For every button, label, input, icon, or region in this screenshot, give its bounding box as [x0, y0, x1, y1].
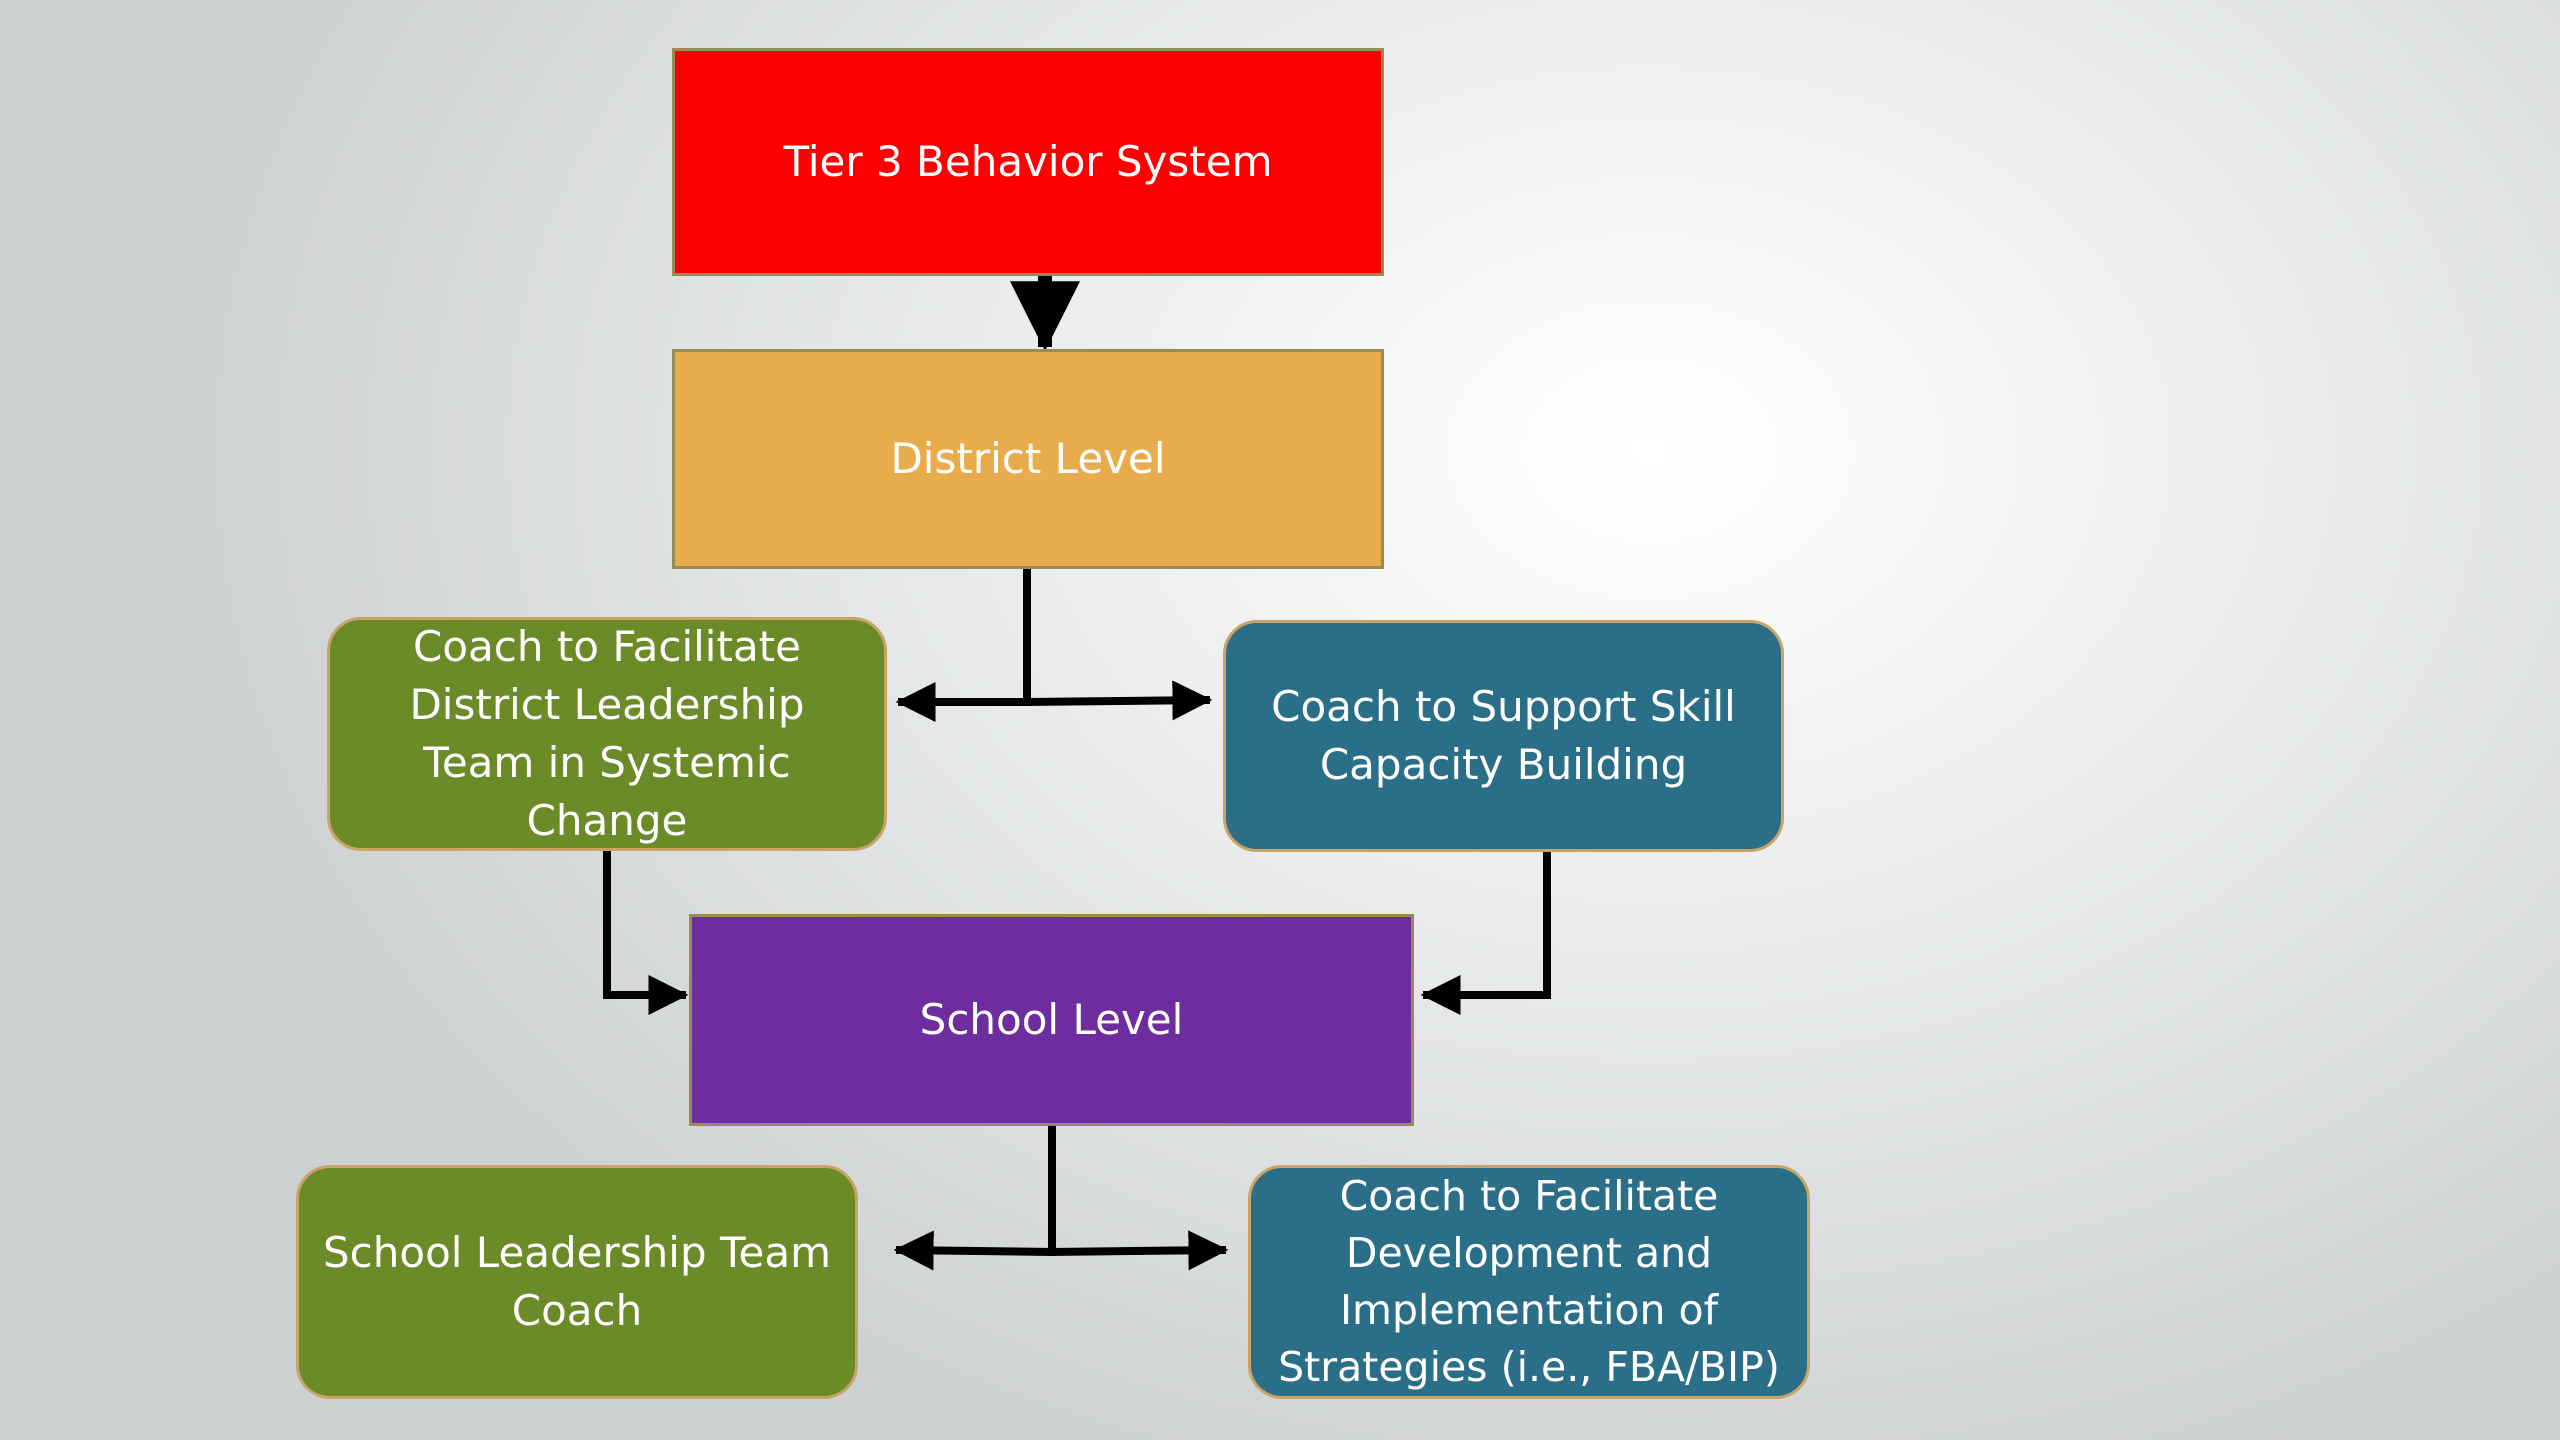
node-label: Coach to Facilitate District Leadership … [409, 622, 805, 845]
node-school-level: School Level [689, 914, 1414, 1126]
node-tier3-behavior-system: Tier 3 Behavior System [672, 48, 1384, 276]
node-coach-skill-capacity: Coach to Support Skill Capacity Building [1223, 620, 1784, 852]
node-coach-district-leadership-team: Coach to Facilitate District Leadership … [327, 617, 887, 851]
node-label: Coach to Support Skill Capacity Building [1271, 682, 1736, 789]
node-label: School Leadership Team Coach [323, 1228, 831, 1335]
node-label: School Level [919, 995, 1184, 1044]
node-label: District Level [890, 434, 1166, 483]
node-label: Tier 3 Behavior System [783, 137, 1273, 186]
arrow-district-to-coach-skill [1022, 680, 1213, 721]
node-coach-fba-bip-strategies: Coach to Facilitate Development and Impl… [1248, 1165, 1810, 1399]
node-district-level: District Level [672, 349, 1384, 569]
arrow-school-to-slt-coach [893, 1230, 1057, 1271]
node-school-leadership-team-coach: School Leadership Team Coach [296, 1165, 858, 1399]
node-label: Coach to Facilitate Development and Impl… [1278, 1172, 1780, 1391]
arrow-school-to-coach-fba [1047, 1230, 1229, 1271]
arrow-coach-skill-to-school [1420, 848, 1551, 1015]
arrow-coach-dlt-to-school [603, 847, 689, 1015]
